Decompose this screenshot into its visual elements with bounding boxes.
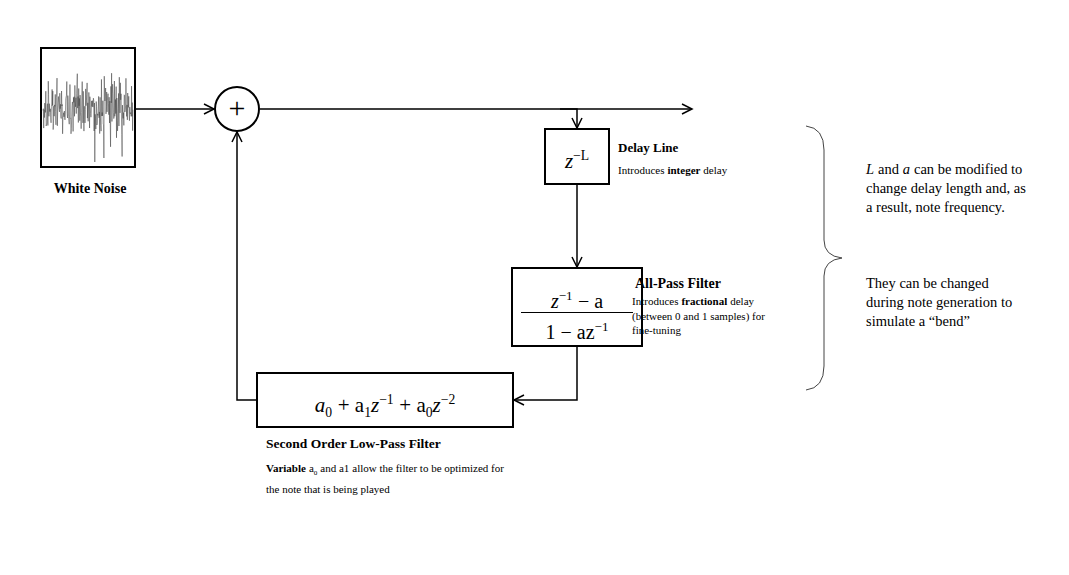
- text-run: 0: [314, 469, 318, 477]
- connector-line: [576, 185, 578, 267]
- signal-connector: [232, 132, 256, 400]
- text-run: White Noise: [54, 181, 127, 196]
- all-pass-box: z−1− a1 − az−1All-Pass FilterIntroducesf…: [511, 267, 643, 347]
- signal-connector: [572, 185, 582, 267]
- text-run: + a: [399, 393, 425, 417]
- text-run: All-Pass Filter: [635, 276, 721, 291]
- summing-junction: +: [214, 86, 260, 132]
- block-description: Introducesfractionaldelay (between 0 and…: [632, 294, 772, 338]
- formula-numerator: z−1 − a: [513, 284, 641, 313]
- side-note: Landacan be modified to change delay len…: [866, 160, 1026, 217]
- text-run: They can be changed during note generati…: [866, 275, 1012, 329]
- node-caption: White Noise: [20, 180, 160, 198]
- text-run: a: [309, 462, 314, 474]
- text-run: z: [565, 149, 573, 173]
- block-heading: Second Order Low-Pass Filter: [266, 435, 526, 453]
- fraction-bar: [521, 312, 633, 313]
- connector-line: [237, 132, 256, 400]
- curly-brace: [806, 126, 842, 390]
- connector-line: [514, 347, 577, 400]
- arrow-head: [514, 395, 524, 405]
- text-run: − a: [578, 290, 603, 312]
- block-description: Variablea0and a1allow the filter to be o…: [266, 461, 506, 497]
- formula-text: a0+ a1z−1+ a0z−2: [258, 388, 512, 425]
- text-run: −1: [559, 288, 573, 303]
- block-description: Introducesintegerdelay: [618, 163, 788, 177]
- noise-trace: [43, 73, 133, 162]
- text-run: a: [315, 393, 326, 417]
- text-run: fractional: [681, 295, 727, 307]
- text-run: −1: [595, 319, 609, 334]
- text-run: integer: [667, 164, 700, 176]
- text-run: Delay Line: [618, 140, 678, 155]
- noise-source-box: White Noise: [40, 47, 136, 168]
- text-run: Variable: [266, 462, 306, 474]
- text-run: delay: [703, 164, 727, 176]
- arrow-head: [572, 118, 582, 128]
- noise-waveform: [43, 73, 133, 162]
- text-run: −1: [379, 392, 394, 407]
- arrow-head: [572, 257, 582, 267]
- arrow-head: [232, 132, 242, 142]
- text-run: z: [551, 290, 559, 312]
- text-run: z: [371, 393, 379, 417]
- text-run: and: [878, 161, 899, 177]
- text-run: 0: [426, 405, 433, 420]
- text-run: +: [229, 91, 246, 124]
- text-run: L: [866, 161, 874, 177]
- text-run: Second Order Low-Pass Filter: [266, 436, 441, 451]
- formula-text: z−L: [546, 144, 608, 173]
- text-run: −L: [573, 148, 589, 163]
- signal-connector: [260, 109, 582, 128]
- arrow-head: [204, 104, 214, 114]
- output-line: [560, 108, 692, 110]
- delay-line-box: z−LDelay LineIntroducesintegerdelay: [544, 128, 610, 185]
- signal-connector: [514, 347, 577, 405]
- text-run: 1 − az: [546, 321, 595, 343]
- connector-line: [136, 108, 214, 110]
- text-run: Introduces: [632, 295, 678, 307]
- text-run: a: [903, 161, 910, 177]
- signal-connector: [136, 104, 214, 114]
- plus-sign: +: [216, 88, 258, 128]
- arrow-head: [682, 104, 692, 114]
- text-run: Introduces: [618, 164, 664, 176]
- text-run: −2: [441, 392, 456, 407]
- text-run: z: [433, 393, 441, 417]
- block-heading: Delay Line: [618, 139, 748, 156]
- block-heading: All-Pass Filter: [635, 275, 785, 293]
- text-run: 0: [325, 405, 332, 420]
- output-arrow: [560, 104, 692, 114]
- low-pass-box: a0+ a1z−1+ a0z−2Second Order Low-Pass Fi…: [256, 372, 514, 428]
- text-run: 1: [364, 405, 371, 420]
- side-note: They can be changed during note generati…: [866, 274, 1026, 331]
- connector-line: [260, 109, 577, 128]
- formula-denominator: 1 − az−1: [513, 315, 641, 344]
- text-run: + a: [338, 393, 364, 417]
- text-run: and a1: [320, 462, 349, 474]
